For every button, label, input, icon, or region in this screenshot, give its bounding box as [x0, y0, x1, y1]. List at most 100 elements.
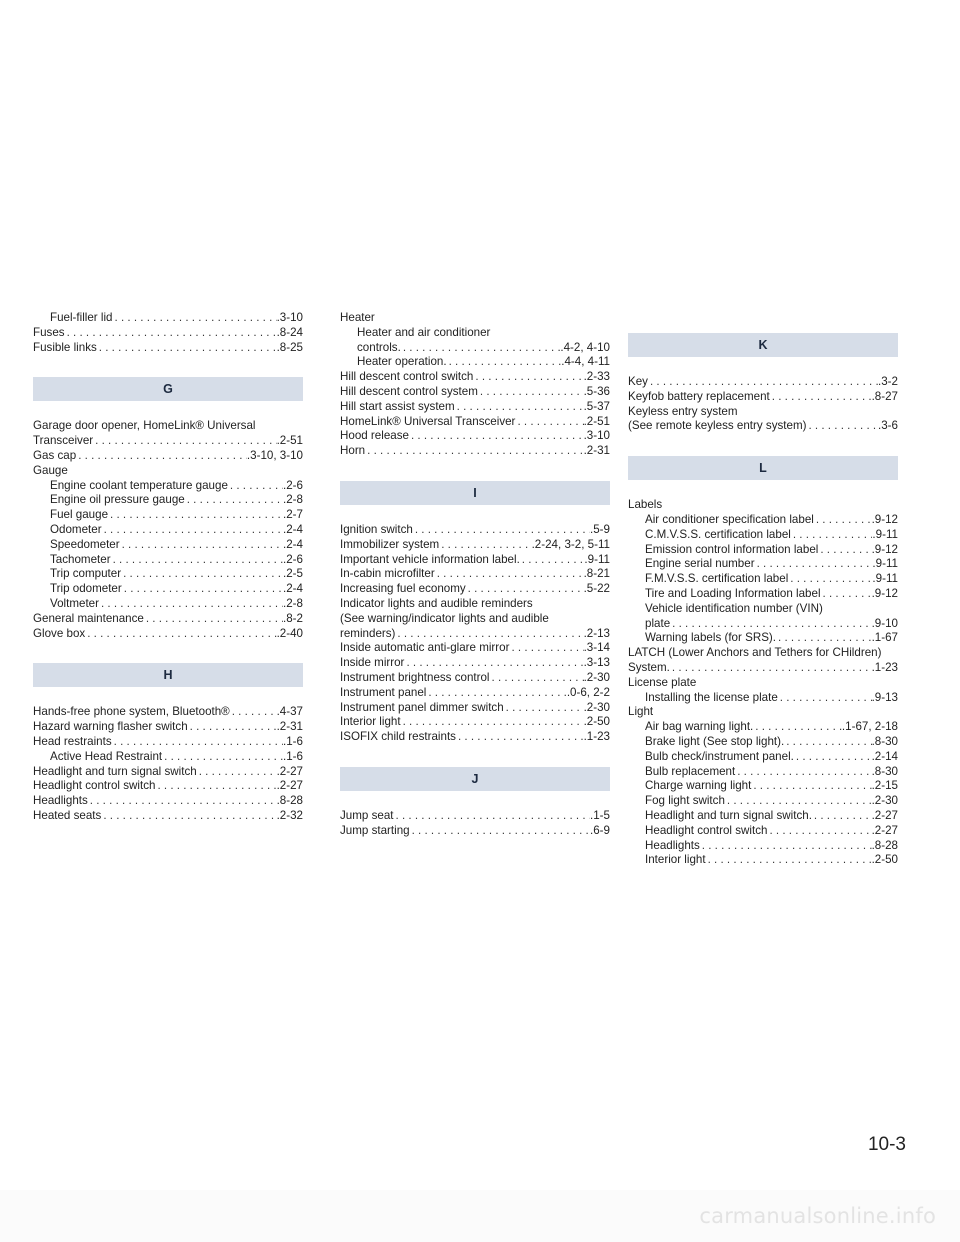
index-entry: Gas cap.3-10, 3-10 [33, 449, 303, 464]
dot-leader [185, 493, 283, 508]
entry-text: Speedometer [50, 537, 120, 551]
dot-leader [413, 523, 590, 538]
entry-page-reference: .2-31 [276, 720, 303, 734]
section-header-k: K [628, 333, 898, 357]
index-entry: Fog light switch.2-30 [628, 794, 898, 809]
dot-leader [791, 528, 873, 543]
dot-leader [111, 553, 283, 568]
entry-page-reference: .9-11 [872, 572, 898, 586]
entry-page-reference: .2-5 [283, 567, 303, 581]
section-header-l: L [628, 456, 898, 481]
entry-page-reference: .2-14 [871, 749, 898, 763]
index-heading: Heater and air conditioner [357, 325, 491, 339]
dot-leader [776, 631, 872, 646]
index-entry: Headlight control switch.2-27 [628, 824, 898, 839]
index-entry: Jump seat.1-5 [340, 809, 610, 824]
entry-text: Hill start assist system [340, 399, 455, 413]
index-entry: Installing the license plate.9-13 [628, 691, 898, 706]
entry-page-reference: .5-9 [590, 522, 610, 536]
entry-text: F.M.V.S.S. certification label [645, 572, 789, 586]
index-entry: reminders).2-13 [340, 627, 610, 642]
entry-text: Instrument brightness control [340, 670, 490, 684]
index-entry: (See remote keyless entry system) .3-6 [628, 419, 898, 434]
entry-text: Fuel-filler lid [50, 311, 113, 324]
entry-page-reference: .1-5 [590, 808, 610, 822]
dot-leader [439, 538, 531, 553]
dot-leader [725, 794, 872, 809]
entry-page-reference: .2-40 [276, 626, 303, 640]
index-entry: F.M.V.S.S. certification label .9-11 [628, 572, 898, 587]
entry-text: Headlight control switch [645, 823, 768, 837]
entry-text: General maintenance [33, 611, 144, 625]
index-entry: Headlights.8-28 [33, 794, 303, 809]
entry-text: Instrument panel [340, 685, 427, 699]
entry-text: Air conditioner specification label [645, 512, 814, 526]
entry-text: Key [628, 375, 648, 388]
entry-text: Headlight and turn signal switch. [645, 808, 812, 822]
entry-page-reference: .2-30 [871, 794, 898, 808]
index-entry: Engine oil pressure gauge.2-8 [33, 493, 303, 508]
dot-leader [120, 538, 283, 553]
dot-leader [784, 735, 871, 750]
index-entry: Bulb replacement.8-30 [628, 765, 898, 780]
entry-text: In-cabin microfilter [340, 567, 435, 581]
index-entry: Keyfob battery replacement.8-27 [628, 390, 898, 405]
index-entry: Trip computer .2-5 [33, 567, 303, 582]
entry-page-reference: .1-23 [583, 730, 610, 744]
entry-text: Trip computer [50, 567, 122, 581]
dot-leader [426, 686, 566, 701]
entry-text: Bulb check/instrument panel. [645, 749, 794, 763]
entry-text: Interior light [340, 715, 401, 729]
entry-page-reference: .2-50 [583, 715, 610, 729]
index-entry: Headlights.8-28 [628, 839, 898, 854]
index-entry: Speedometer.2-4 [33, 538, 303, 553]
dot-leader [155, 779, 276, 794]
dot-leader [401, 341, 561, 356]
entry-text: Fuel gauge [50, 508, 109, 522]
entry-page-reference: .1-23 [871, 660, 898, 674]
entry-page-reference: .5-22 [583, 582, 610, 596]
index-entry: Hill start assist system.5-37 [340, 400, 610, 415]
entry-text: (See remote keyless entry system) [628, 419, 807, 433]
entry-text: Ignition switch [340, 522, 413, 536]
index-entry: Important vehicle information label..9-1… [340, 553, 610, 568]
entry-page-reference: .9-12 [871, 542, 898, 556]
entry-text: Transceiver [33, 434, 94, 448]
index-heading: Indicator lights and audible reminders [340, 596, 533, 610]
dot-leader [788, 572, 872, 587]
entry-page-reference: .2-33 [583, 370, 610, 384]
dot-leader [112, 735, 283, 750]
dot-leader [188, 720, 277, 735]
index-entry: Brake light (See stop light)..8-30 [628, 735, 898, 750]
index-entry: controls..4-2, 4-10 [340, 341, 610, 356]
index-entry: Fusible links.8-25 [33, 341, 303, 356]
index-entry: Charge warning light.2-15 [628, 779, 898, 794]
entry-text: Instrument panel dimmer switch [340, 700, 504, 714]
index-entry: Tire and Loading Information label.9-12 [628, 587, 898, 602]
entry-text: Keyfob battery replacement [628, 389, 770, 403]
entry-page-reference: .2-51 [583, 414, 610, 428]
entry-page-reference: .1-67, 2-18 [841, 720, 898, 734]
entry-page-reference: .3-6 [878, 419, 898, 433]
dot-leader [197, 765, 277, 780]
entry-text: Hood release [340, 429, 409, 443]
entry-page-reference: .2-27 [276, 764, 303, 778]
entry-page-reference: .9-13 [871, 690, 898, 704]
entry-page-reference: .8-21 [583, 567, 610, 581]
index-entry: Engine serial number.9-11 [628, 557, 898, 572]
dot-leader [648, 375, 878, 390]
dot-leader [65, 326, 277, 341]
dot-leader [504, 701, 584, 716]
index-entry: Hill descent control system.5-36 [340, 385, 610, 400]
dot-leader [93, 434, 276, 449]
entry-page-reference: .8-28 [871, 838, 898, 852]
entry-page-reference: .5-36 [583, 384, 610, 398]
dot-leader [670, 661, 872, 676]
entry-text: Fusible links [33, 340, 97, 354]
entry-text: Inside mirror [340, 656, 405, 670]
index-entry: plate.9-10 [628, 617, 898, 632]
index-entry: Tachometer.2-6 [33, 553, 303, 568]
entry-page-reference: .2-30 [583, 670, 610, 684]
index-entry: Fuel-filler lid.3-10 [33, 311, 303, 326]
